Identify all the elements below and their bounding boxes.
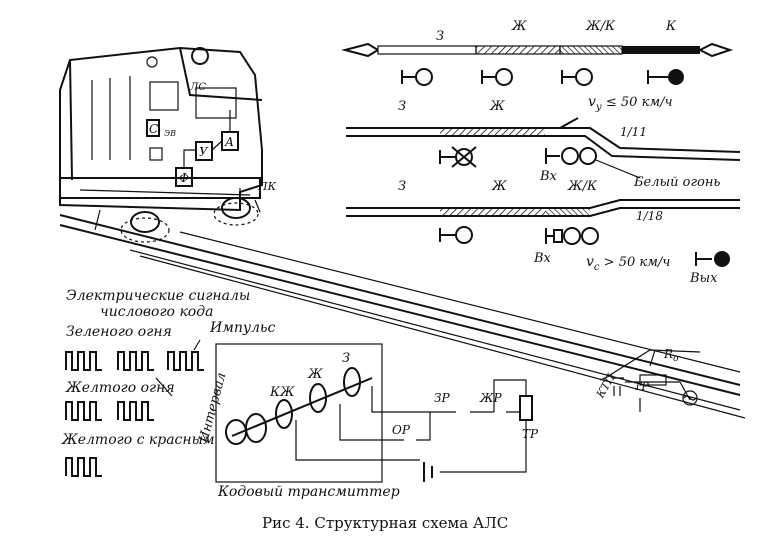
box-a-label: А <box>224 135 234 149</box>
tx-or: ОР <box>392 423 411 437</box>
t1-zhk: Ж/К <box>585 19 616 34</box>
codes-title-1: Электрические сигналы <box>66 288 250 304</box>
tx-label: Кодовый трансмиттер <box>217 484 400 500</box>
code-transmitter: КЖ Ж З ЗР ЖР ТР ОР Кодовый трансмиттер <box>215 343 539 500</box>
tx-kzh: КЖ <box>269 385 295 400</box>
tc-tr: ТР <box>634 380 649 393</box>
codes-yellow: Желтого огня <box>65 380 175 396</box>
locomotive: С У А Ф ЛС ЭВ ПК <box>59 46 277 243</box>
codes-yellow-red: Желтого с красным <box>61 432 215 448</box>
track-1: З Ж Ж/К К <box>341 19 734 86</box>
track-2: З Ж vу ≤ 50 км/ч 1/11 Вх Белый огонь <box>346 94 741 190</box>
codes-green: Зеленого огня <box>66 324 172 340</box>
label-ls: ЛС <box>189 82 206 93</box>
tc-ro: Rо <box>663 347 679 364</box>
box-s-label: С <box>149 122 158 136</box>
rails <box>59 214 746 419</box>
t2-white: Белый огонь <box>633 175 720 190</box>
label-pk: ПК <box>257 180 277 193</box>
t3-speed: vс > 50 км/ч <box>586 254 670 273</box>
t2-vx: Вх <box>539 169 558 184</box>
t3-z: З <box>398 179 406 194</box>
t1-z: З <box>436 29 444 44</box>
t2-speed: vу ≤ 50 км/ч <box>588 94 673 113</box>
t3-zhk: Ж/К <box>567 179 598 194</box>
t3-vx: Вх <box>533 251 552 266</box>
t2-switch: 1/11 <box>620 125 647 139</box>
t2-zh: Ж <box>489 99 505 114</box>
tx-tr: ТР <box>522 427 539 441</box>
code-signals: Электрические сигналы числового кода Зел… <box>61 288 275 477</box>
tx-zh: Ж <box>307 367 323 382</box>
codes-title-2: числового кода <box>100 304 213 320</box>
t3-vyx: Вых <box>689 271 718 286</box>
t2-z: З <box>398 99 406 114</box>
track-3: З Ж Ж/К 1/18 Вх vс > 50 км/ч Вых <box>346 179 740 286</box>
track-circuit: Rо КТП ТР <box>593 347 701 412</box>
tx-z: З <box>342 351 350 366</box>
box-u-label: У <box>199 145 209 159</box>
t1-zh: Ж <box>511 19 527 34</box>
tx-zr: ЗР <box>434 391 450 405</box>
box-f-label: Ф <box>179 171 189 185</box>
t1-k: К <box>665 19 677 34</box>
t3-zh: Ж <box>491 179 507 194</box>
figure-caption: Рис 4. Структурная схема АЛС <box>262 514 508 532</box>
tx-zhr: ЖР <box>479 391 502 405</box>
codes-impulse: Импульс <box>209 320 275 336</box>
t3-switch: 1/18 <box>636 209 663 223</box>
label-ev: ЭВ <box>164 129 176 138</box>
